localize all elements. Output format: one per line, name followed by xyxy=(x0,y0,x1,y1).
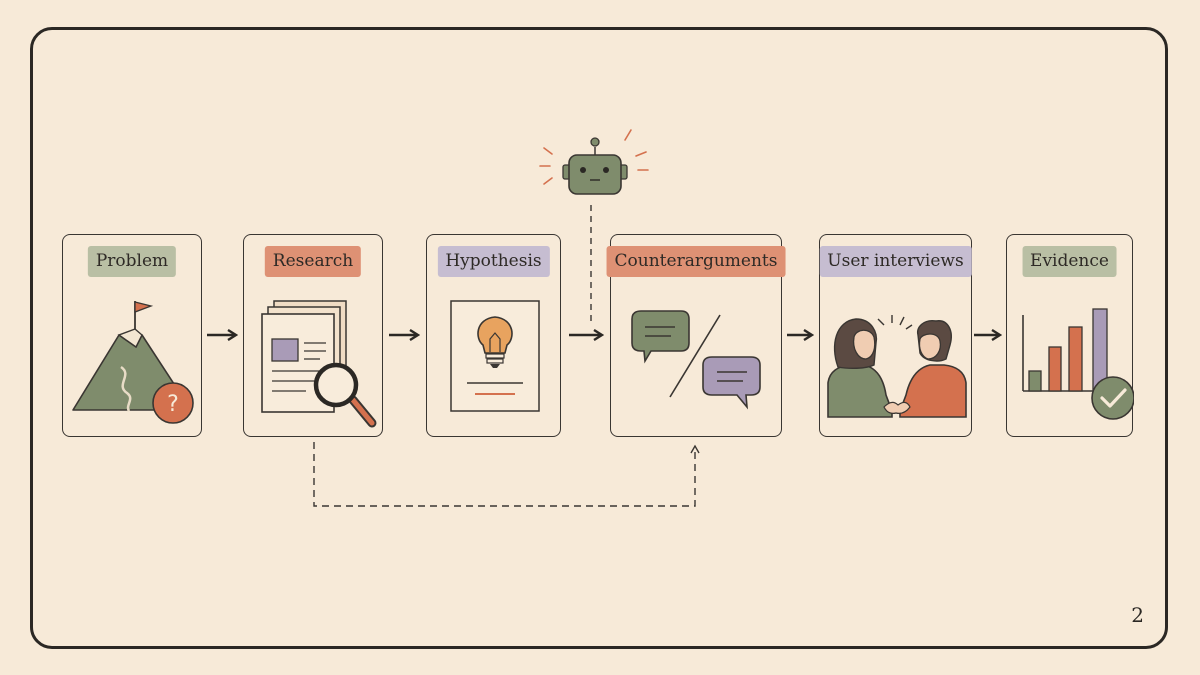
bar-chart-icon xyxy=(1022,308,1108,392)
step-card-problem: ? Problem xyxy=(62,234,202,437)
svg-text:?: ? xyxy=(167,392,179,417)
step-card-hypothesis: Hypothesis xyxy=(426,234,561,437)
step-label: Problem xyxy=(87,246,177,277)
slide-frame xyxy=(30,27,1168,649)
step-card-research: Research xyxy=(243,234,383,437)
question-badge-icon: ? xyxy=(152,382,194,424)
speech-bubble-icon xyxy=(631,310,761,410)
step-label: User interviews xyxy=(819,246,972,277)
check-badge-icon xyxy=(1091,376,1134,420)
step-card-evidence: Evidence xyxy=(1006,234,1134,437)
step-label: Research xyxy=(264,246,362,277)
step-label: Evidence xyxy=(1022,246,1117,277)
step-label: Counterarguments xyxy=(606,246,786,277)
step-card-counterarguments: Counterarguments xyxy=(606,234,786,437)
step-label: Hypothesis xyxy=(437,246,550,277)
feedback-loop-arrow xyxy=(313,442,700,507)
step-card-user-interviews: User interviews xyxy=(819,234,972,437)
page-number: 2 xyxy=(1131,603,1144,627)
magnifier-icon xyxy=(313,362,377,428)
robot-icon xyxy=(539,129,649,195)
people-talking-icon xyxy=(827,315,967,418)
lightbulb-icon xyxy=(450,300,540,412)
